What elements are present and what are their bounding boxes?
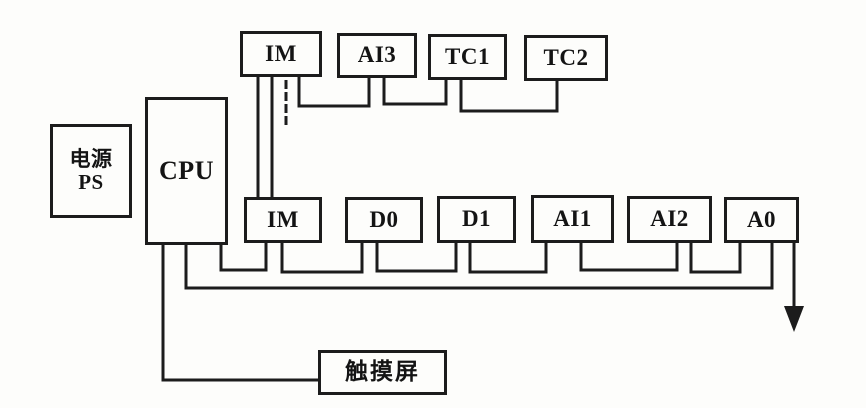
connector-im-ai3 xyxy=(297,77,371,108)
node-cpu-label: CPU xyxy=(159,155,214,185)
connector-cpu-im xyxy=(219,243,268,272)
node-power-supply: 电源 PS xyxy=(50,124,132,218)
node-power-supply-label-line2: PS xyxy=(78,170,104,194)
node-d1: D1 xyxy=(437,196,516,243)
node-im-top-label: IM xyxy=(265,40,297,66)
node-d0-label: D0 xyxy=(369,206,399,232)
node-ai1: AI1 xyxy=(531,195,614,243)
node-a0: A0 xyxy=(724,197,799,243)
node-ai2: AI2 xyxy=(627,196,712,243)
connector-ai3-tc1 xyxy=(382,78,448,106)
node-tc1: TC1 xyxy=(428,34,507,80)
node-touchscreen-label: 触摸屏 xyxy=(345,359,420,385)
node-d1-label: D1 xyxy=(461,206,492,232)
node-a0-label: A0 xyxy=(746,206,777,232)
node-cpu: CPU xyxy=(145,97,228,245)
output-arrow-head xyxy=(784,306,804,332)
node-im-bottom: IM xyxy=(244,197,322,243)
node-im-bottom-label: IM xyxy=(267,206,299,232)
node-im-top: IM xyxy=(240,31,322,77)
node-power-supply-label-line1: 电源 xyxy=(69,147,113,172)
node-ai1-label: AI1 xyxy=(553,205,592,231)
node-tc1-label: TC1 xyxy=(445,43,490,69)
node-ai3: AI3 xyxy=(337,33,417,78)
node-tc2: TC2 xyxy=(524,35,608,81)
connector-d0-d1 xyxy=(375,243,458,273)
connector-tc1-tc2 xyxy=(459,80,559,113)
connector-ai1-ai2 xyxy=(579,243,679,272)
connector-cpu-touchscreen xyxy=(161,245,318,382)
connector-bus xyxy=(184,243,774,290)
connector-im-d0 xyxy=(280,243,364,274)
node-ai2-label: AI2 xyxy=(650,206,689,232)
node-tc2-label: TC2 xyxy=(543,44,589,70)
connector-ai2-a0 xyxy=(689,243,742,274)
connector-d1-ai1 xyxy=(468,243,548,274)
node-d0: D0 xyxy=(345,197,423,243)
node-ai3-label: AI3 xyxy=(357,42,397,68)
node-touchscreen: 触摸屏 xyxy=(318,350,447,395)
